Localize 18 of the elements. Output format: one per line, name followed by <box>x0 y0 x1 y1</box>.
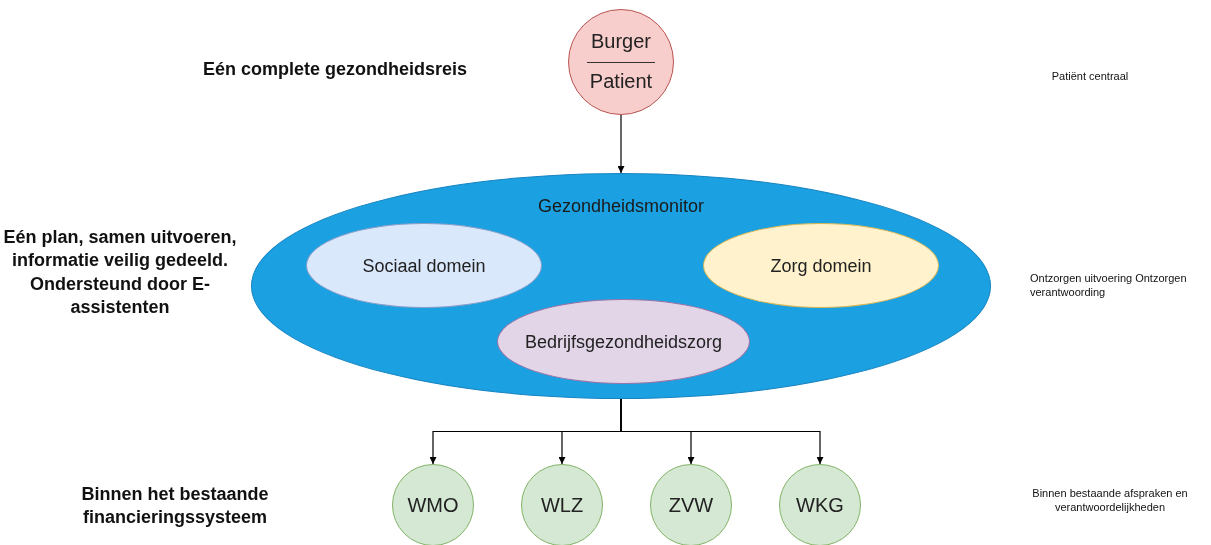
node-label: ZVW <box>667 494 715 517</box>
note-text: Eén complete gezondheidsreis <box>201 58 469 81</box>
note-text: Binnen bestaande afspraken en verantwoordelijkheden <box>1031 486 1189 515</box>
note-text: Ontzorgen uitvoering Ontzorgen verantwoording <box>1030 271 1188 300</box>
node-label: Patient <box>588 70 654 93</box>
node-label: Burger <box>590 30 652 53</box>
arrow <box>617 114 625 174</box>
node-label: WKG <box>795 494 845 517</box>
node-label: Bedrijfsgezondheidszorg <box>523 331 724 353</box>
note-text: Eén plan, samen uitvoeren, informatie veilig gedeeld. Ondersteund door E-assistenten <box>2 226 238 320</box>
node-label: WMO <box>406 494 460 517</box>
node-title: Gezondheidsmonitor <box>536 196 706 217</box>
node-label: Sociaal domein <box>361 255 487 277</box>
note-text: Binnen het bestaande financieringssysteem <box>80 483 270 530</box>
node-label: WLZ <box>539 494 585 517</box>
arrow <box>620 398 824 465</box>
node-label: Zorg domein <box>769 255 873 277</box>
note-text: Patiënt centraal <box>1050 69 1130 84</box>
